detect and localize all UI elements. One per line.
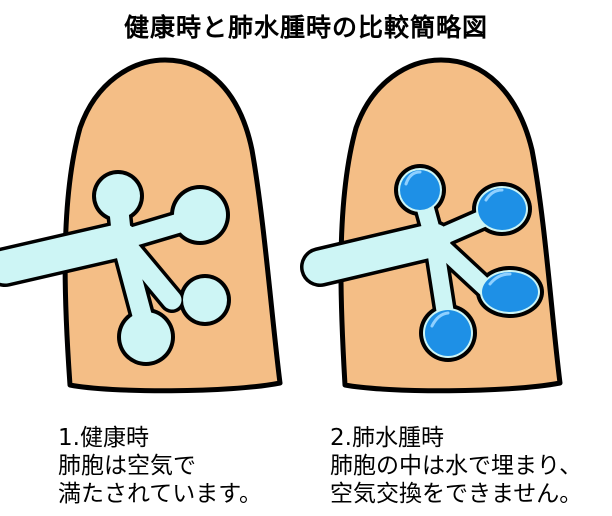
caption-line: 満たされています。 <box>58 481 263 507</box>
caption-line: 2.肺水腫時 <box>330 425 444 451</box>
healthy-caption: 1.健康時 肺胞は空気で 満たされています。 <box>58 424 262 508</box>
healthy-airway <box>0 170 231 366</box>
edema-lung <box>300 57 563 394</box>
fluid-alveolus <box>478 188 526 230</box>
fluid-alveolus <box>482 272 538 312</box>
caption-line: 肺胞は空気で <box>58 453 196 479</box>
fluid-filled-alveoli <box>400 170 538 356</box>
healthy-lung <box>0 57 283 394</box>
diagram-title: 健康時と肺水腫時の比較簡略図 <box>123 13 488 42</box>
caption-line: 1.健康時 <box>58 425 149 451</box>
caption-line: 空気交換をできません。 <box>330 481 583 507</box>
caption-line: 肺胞の中は水で埋まり、 <box>330 453 583 479</box>
fluid-alveolus <box>425 310 471 356</box>
fluid-alveolus <box>400 170 440 210</box>
edema-caption: 2.肺水腫時 肺胞の中は水で埋まり、 空気交換をできません。 <box>330 424 582 508</box>
